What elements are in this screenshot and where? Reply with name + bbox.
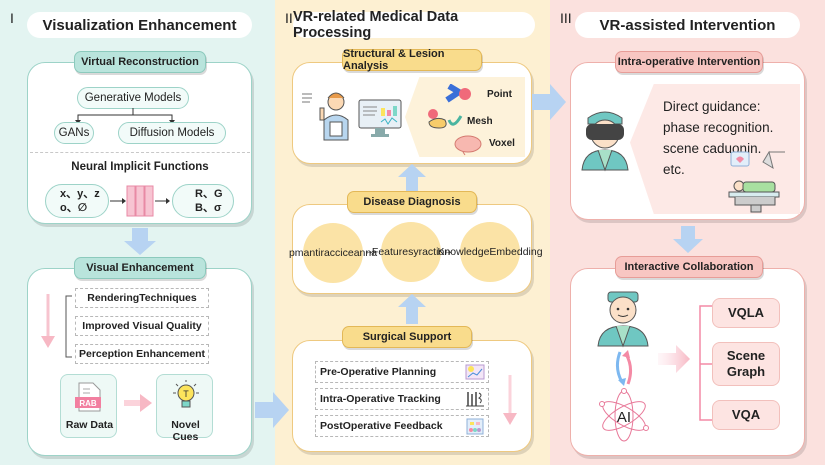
surgical-support-card [292,340,532,452]
nif-output-node: R、G B、σ [172,184,234,218]
structural-analysis-tag: Structural & Lesion Analysis [342,48,482,72]
mesh-icon [428,109,463,129]
bidirectional-arrow-icon: ↔ [364,246,374,257]
output-label: Scene [726,348,766,363]
nif-output-line2: B、σ [195,202,222,214]
operating-table-icon [728,150,785,213]
nif-output-line1: R、G [195,188,223,200]
arrow-right-icon [532,84,566,120]
interactive-collaboration-tag: Interactive Collaboration [615,256,763,278]
arrow-up-icon [398,294,426,324]
raw-data-box: RAB Raw Data [60,374,117,438]
document-icon: RAB [75,382,101,412]
disease-diagnosis-tag: Disease Diagnosis [347,191,477,213]
exchange-arrows-icon [615,350,633,386]
panel-vr-assisted-intervention: III VR-assisted Intervention Intra-opera… [550,0,825,465]
pink-down-arrow-icon [503,375,517,425]
bulb-letter: T [183,389,189,399]
surgeon-icon [597,291,649,348]
intra-operative-tag: Intra-operative Intervention [615,51,763,73]
arrow-right-icon [255,392,289,428]
output-label: VQLA [727,305,765,320]
mlp-network-icon [110,185,170,217]
divider [30,152,250,153]
nif-input-line1: x、y、z [60,188,100,200]
node-line2: Embedding [489,245,543,258]
output-label: VQA [731,407,761,422]
vqla-output: VQLA [712,298,780,328]
visual-enhancement-tag: Visual Enhancement [74,257,206,279]
node-line2: syraction [408,245,451,258]
surgical-item-label: Intra-Operative Tracking [320,393,441,405]
novel-cues-box: T Novel Cues [156,374,213,443]
enhancement-item: RenderingTechniques [75,288,209,308]
node-line1: Knowledge [437,245,490,258]
guidance-line: phase recognition. [663,120,774,135]
feedback-clipboard-icon [466,418,484,435]
ai-label: AI [617,409,631,426]
raw-data-label: Raw Data [65,419,114,431]
output-label: Graph [726,364,766,379]
surgical-item: Intra-Operative Tracking [315,388,489,410]
lightbulb-icon: T [173,380,199,408]
panel-numeral: I [10,10,14,26]
surgical-item: Pre-Operative Planning [315,361,489,383]
vr-headset-user-icon [581,111,629,172]
panel-visualization-enhancement: I Visualization Enhancement Virtual Reco… [0,0,275,465]
virtual-reconstruction-tag: Virtual Reconstruction [74,51,206,73]
nif-input-line2: o、∅ [60,202,88,214]
bracket-connector [699,305,712,421]
node-line1: pmantir [288,246,324,259]
novel-cues-label: Novel Cues [171,419,200,443]
voxel-label: Voxel [489,138,515,149]
enhancement-item: Improved Visual Quality [75,316,209,336]
pink-right-arrow-icon [658,345,690,373]
doctor-icon [302,92,349,141]
pink-down-arrow-icon [41,294,72,358]
raw-badge: RAB [79,399,97,408]
node-line2: acciceanna [323,246,378,259]
generative-models-node: Generative Models [77,87,189,109]
panel-numeral: III [560,10,572,26]
panel-numeral: II [285,10,293,26]
panel-title: Visualization Enhancement [27,12,252,38]
arrow-up-icon [398,164,426,192]
ai-atom-icon: AI [599,388,649,442]
enhancement-item: Perception Enhancement [75,344,209,364]
pink-right-arrow-icon [124,394,152,412]
surgical-support-tag: Surgical Support [342,326,472,348]
node-line1: Feature [371,245,409,258]
mesh-label: Mesh [467,116,493,127]
surgical-tools-icon [466,392,484,407]
panel-title: VR-assisted Intervention [575,12,800,38]
arrow-down-icon [124,228,156,255]
surgical-item-label: PostOperative Feedback [320,420,443,432]
monitor-icon [358,99,402,137]
planning-chart-icon [465,364,485,380]
guidance-line: Direct guidance: [663,99,761,114]
surgical-item: PostOperative Feedback [315,415,489,437]
panel-medical-data-processing: II VR-related Medical Data Processing St… [275,0,550,465]
brain-voxel-icon [454,135,482,156]
surgical-item-label: Pre-Operative Planning [320,366,437,378]
diffusion-models-node: Diffusion Models [118,122,226,144]
gans-node: GANs [54,122,94,144]
point-cloud-icon [445,84,471,103]
neural-implicit-functions-label: Neural Implicit Functions [71,161,209,173]
bidirectional-arrow-icon: ↔ [443,246,453,257]
nif-input-node: x、y、z o、∅ [45,184,109,218]
arrow-down-icon [673,226,703,253]
point-label: Point [487,89,512,100]
guidance-line: etc. [663,162,685,177]
panel-title: VR-related Medical Data Processing [293,9,535,41]
vqa-output: VQA [712,400,780,430]
